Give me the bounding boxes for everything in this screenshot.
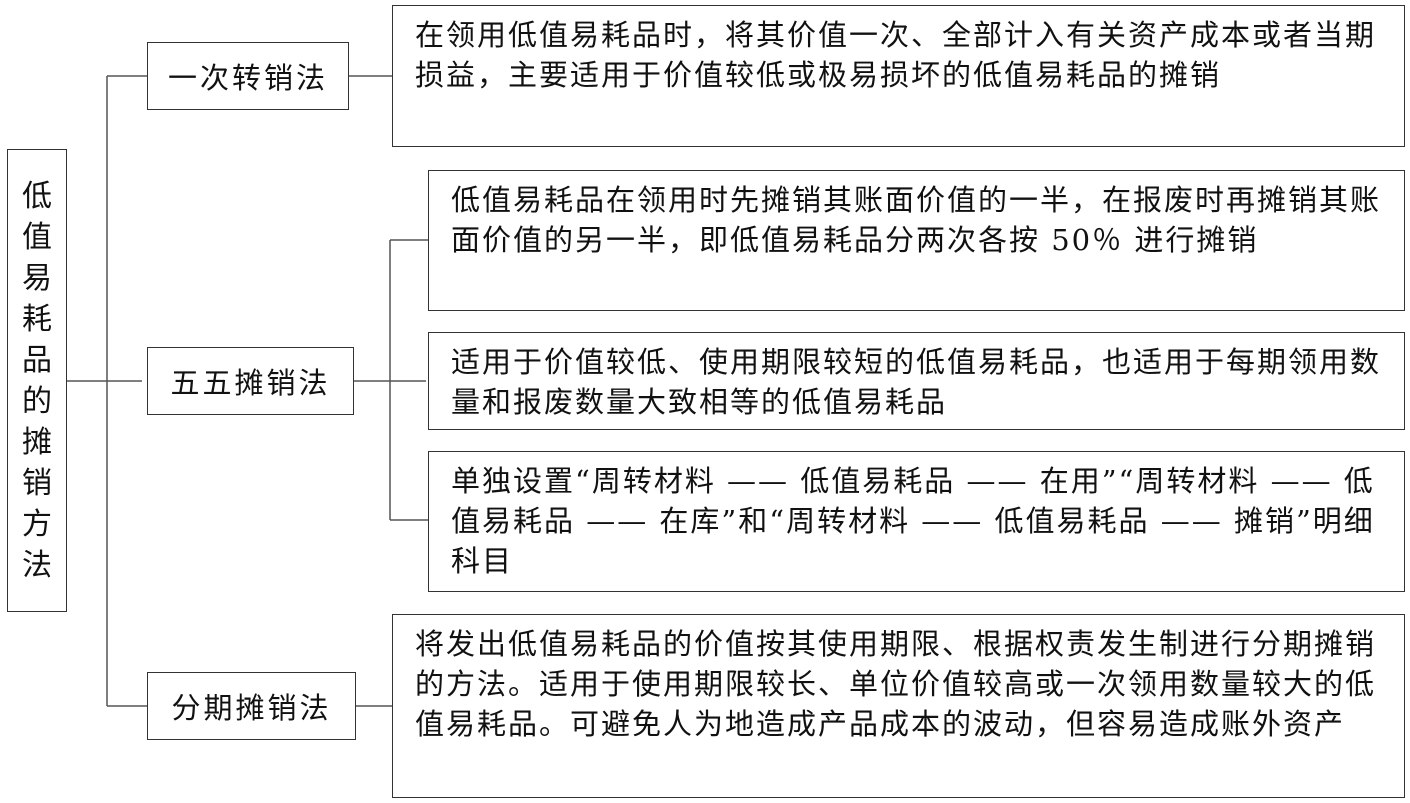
root-char: 值: [22, 219, 52, 255]
root-char: 法: [22, 547, 52, 583]
root-char: 方: [22, 506, 52, 542]
root-char: 销: [22, 465, 52, 501]
detail-one-time: 在领用低值易耗品时，将其价值一次、全部计入有关资产成本或者当期损益，主要适用于价…: [392, 5, 1405, 147]
detail-fifty-fifty-definition: 低值易耗品在领用时先摊销其账面价值的一半，在报废时再摊销其账面价值的另一半，即低…: [428, 170, 1405, 311]
detail-fifty-fifty-accounts: 单独设置“周转材料 —— 低值易耗品 —— 在用”“周转材料 —— 低值易耗品 …: [428, 451, 1405, 592]
root-char: 易: [22, 260, 52, 296]
method-node-installment: 分期摊销法: [147, 672, 356, 740]
detail-installment: 将发出低值易耗品的价值按其使用期限、根据权责发生制进行分期摊销的方法。适用于使用…: [392, 614, 1405, 798]
root-char: 耗: [22, 301, 52, 337]
method-node-one-time: 一次转销法: [147, 42, 349, 110]
root-char: 的: [22, 383, 52, 419]
root-char: 品: [22, 342, 52, 378]
detail-fifty-fifty-applicability: 适用于价值较低、使用期限较短的低值易耗品，也适用于每期领用数量和报废数量大致相等…: [428, 332, 1405, 430]
root-char: 摊: [22, 424, 52, 460]
root-node: 低 值 易 耗 品 的 摊 销 方 法: [7, 149, 67, 612]
method-node-fifty-fifty: 五五摊销法: [147, 347, 354, 415]
root-char: 低: [22, 178, 52, 214]
